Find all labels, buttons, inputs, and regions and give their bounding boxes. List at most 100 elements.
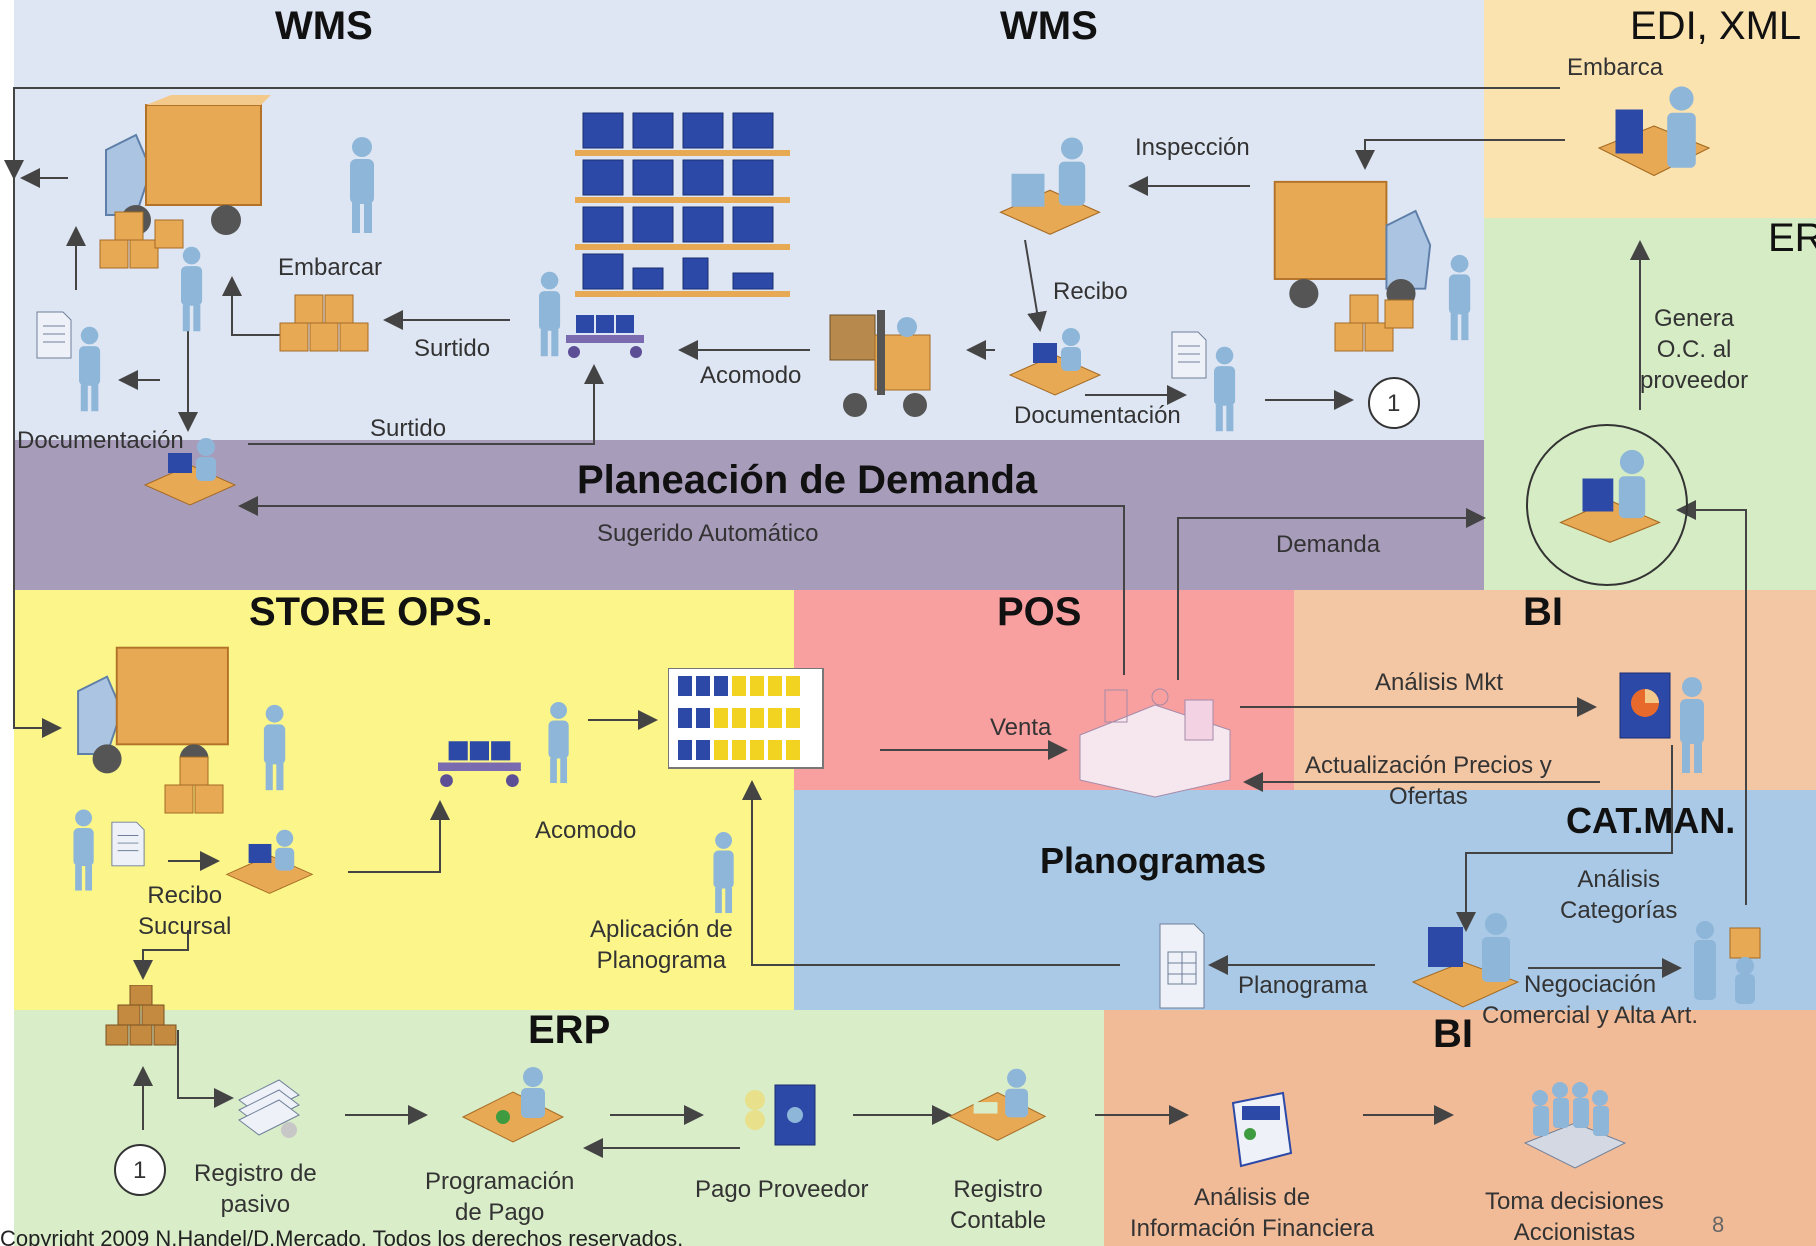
- boxes-icon: [99, 211, 184, 269]
- label-embarca: Embarca: [1567, 54, 1664, 81]
- desk-worker-icon: [225, 829, 314, 894]
- region-erp-bottom: [14, 1010, 1104, 1246]
- zone-title-cat-man: CAT.MAN.: [1566, 800, 1736, 841]
- label-acomodo-top: Acomodo: [700, 362, 802, 389]
- zone-title-bi-bottom: BI: [1433, 1012, 1473, 1056]
- invoice-stack-icon: [238, 1079, 300, 1138]
- truck-icon: [105, 95, 271, 235]
- label-planograma: Planograma: [1238, 972, 1368, 999]
- pallet-cart-icon: [438, 741, 521, 787]
- financial-report-icon: [1231, 1091, 1293, 1168]
- zone-title-erp-top: ERP: [1768, 216, 1816, 260]
- label-negociacion-line2: Comercial y Alta Art.: [1482, 1002, 1699, 1029]
- document-icon: [111, 821, 145, 867]
- zone-title-erp-bottom: ERP: [528, 1008, 611, 1052]
- worker-icon: [548, 701, 569, 784]
- label-toma-decisiones: Toma decisiones Accionistas: [1485, 1186, 1664, 1246]
- embarca-station-icon: [1598, 86, 1710, 177]
- worker-icon: [73, 809, 94, 891]
- worker-icon: [1448, 254, 1471, 341]
- zone-title-wms-left: WMS: [275, 4, 373, 48]
- label-actualizacion-line1: Actualización Precios y: [1305, 752, 1552, 779]
- label-recibo: Recibo: [1053, 278, 1128, 305]
- step-ref-top: 1: [1387, 390, 1401, 417]
- bi-highlight-circle: [1526, 424, 1688, 586]
- zone-title-planeacion: Planeación de Demanda: [577, 458, 1038, 502]
- label-registro-contable-line2: Contable: [950, 1207, 1047, 1234]
- step-ref-bottom: 1: [133, 1157, 147, 1184]
- bi-desk-worker-icon: [1559, 449, 1661, 543]
- worker-icon: [1680, 677, 1704, 773]
- worker-icon: [181, 246, 203, 332]
- label-acomodo-store: Acomodo: [535, 817, 637, 844]
- label-recibo-sucursal-line2: Sucursal: [138, 913, 232, 940]
- label-negociacion: Negociación Comercial y Alta Art.: [1482, 969, 1698, 1031]
- label-registro-contable: Registro Contable: [950, 1174, 1046, 1236]
- zone-title-planogramas: Planogramas: [1040, 840, 1267, 881]
- label-registro-pasivo-line1: Registro de: [194, 1160, 317, 1187]
- region-bi-bottom: [1104, 1010, 1816, 1246]
- label-registro-contable-line1: Registro: [953, 1176, 1043, 1203]
- zone-title-wms-right: WMS: [1000, 4, 1098, 48]
- forklift-icon: [829, 310, 931, 417]
- label-toma-decisiones-line1: Toma decisiones: [1485, 1188, 1664, 1215]
- label-recibo-sucursal: Recibo Sucursal: [138, 880, 231, 942]
- zone-title-bi-top: BI: [1523, 590, 1563, 634]
- label-venta: Venta: [990, 714, 1052, 741]
- pos-counter-icon: [1079, 688, 1231, 798]
- pyramid-boxes-icon: [105, 985, 177, 1046]
- desk-worker-icon: [143, 438, 237, 506]
- worker-icon: [1214, 346, 1236, 432]
- label-sugerido: Sugerido Automático: [597, 520, 819, 547]
- planogram-sheet-icon: [1159, 923, 1205, 1009]
- label-negociacion-line1: Negociación: [1523, 971, 1657, 998]
- truck-icon: [77, 646, 229, 774]
- truck-icon: [1273, 180, 1432, 309]
- cat-analysis-icon: [1411, 913, 1520, 1008]
- label-analisis-financiera: Análisis de Información Financiera: [1130, 1182, 1374, 1244]
- label-genera-oc-line2: O.C. al: [1656, 336, 1732, 363]
- region-planeacion: [14, 440, 1484, 590]
- label-analisis-financiera-line2: Información Financiera: [1130, 1215, 1375, 1242]
- boxes-icon: [1334, 294, 1414, 352]
- label-documentacion-right: Documentación: [1014, 402, 1181, 429]
- document-icon: [1171, 331, 1207, 379]
- label-genera-oc: Genera O.C. al proveedor: [1640, 303, 1748, 396]
- label-analisis-categorias-line2: Categorías: [1560, 897, 1678, 924]
- label-aplicacion: Aplicación de Planograma: [590, 914, 733, 976]
- label-programacion-pago-line2: de Pago: [454, 1199, 545, 1226]
- worker-icon: [79, 326, 101, 412]
- copyright-text: Copyright 2009 N.Handel/D.Mercado. Todos…: [0, 1226, 684, 1246]
- warehouse-rack-icon: [575, 112, 790, 297]
- pallet-cart-icon: [566, 315, 644, 358]
- boxes-icon: [164, 756, 224, 814]
- step-circle-bottom: [114, 1144, 166, 1196]
- region-erp-top: [1484, 218, 1816, 590]
- label-registro-pasivo-line2: pasivo: [220, 1191, 291, 1218]
- label-pago-proveedor: Pago Proveedor: [695, 1176, 869, 1203]
- label-demanda: Demanda: [1276, 531, 1381, 558]
- label-registro-pasivo: Registro de pasivo: [194, 1158, 317, 1220]
- worker-icon: [350, 137, 374, 233]
- label-genera-oc-line1: Genera: [1654, 305, 1735, 332]
- marketing-chart-icon: [1619, 672, 1671, 739]
- label-analisis-categorias-line1: Análisis: [1577, 866, 1661, 893]
- label-documentacion-left: Documentación: [17, 427, 184, 454]
- label-embarcar: Embarcar: [278, 254, 383, 281]
- boxes-icon: [279, 294, 369, 352]
- label-toma-decisiones-line2: Accionistas: [1513, 1219, 1636, 1246]
- worker-icon: [263, 704, 286, 791]
- label-analisis-categorias: Análisis Categorías: [1560, 864, 1677, 926]
- region-bi-top: [1294, 590, 1816, 790]
- zone-title-edi: EDI, XML: [1630, 4, 1802, 48]
- step-circle-top: [1368, 377, 1420, 429]
- region-cat-man: [794, 790, 1816, 1015]
- payment-schedule-icon: [461, 1067, 565, 1143]
- label-surtido-lower: Surtido: [370, 415, 447, 442]
- label-genera-oc-line3: proveedor: [1640, 367, 1749, 394]
- worker-icon: [713, 831, 734, 914]
- store-shelf-icon: [668, 668, 824, 769]
- negotiation-icon: [1694, 921, 1761, 1004]
